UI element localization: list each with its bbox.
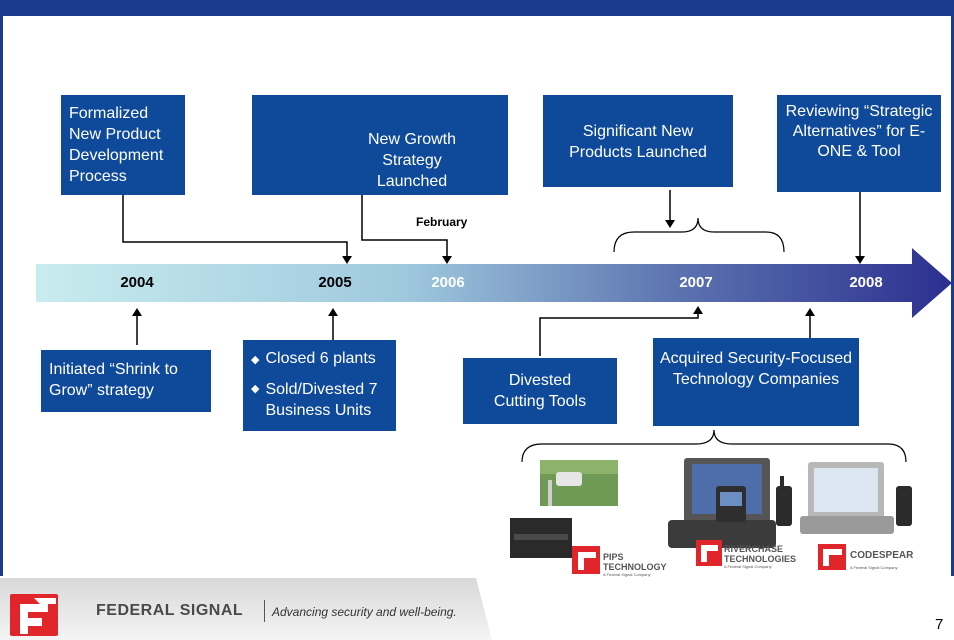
riverchase-logo-text: RIVERCHASE TECHNOLOGIES A Federal Signal… xyxy=(724,544,796,570)
milestone-shrink-box: Initiated “Shrink to Grow” strategy xyxy=(41,350,211,412)
pips-logo-line-2: TECHNOLOGY xyxy=(603,562,667,572)
frame-right-border xyxy=(951,16,954,576)
connector-growth xyxy=(361,195,448,258)
milestone-divested-box: Divested Cutting Tools xyxy=(463,358,617,424)
connector-divested xyxy=(539,312,699,356)
pips-logo-sub: A Federal Signal Company xyxy=(603,572,651,577)
footer-brand: FEDERAL SIGNAL xyxy=(96,602,244,619)
milestone-reviewing-box: Reviewing “Strategic Alternatives” for E… xyxy=(777,95,941,192)
milestone-divested-text: Divested Cutting Tools xyxy=(493,372,587,410)
brace-2007 xyxy=(613,217,785,253)
year-2008: 2008 xyxy=(849,274,883,291)
radio-devices-image xyxy=(776,476,912,526)
federal-signal-logo-icon xyxy=(10,594,58,636)
sold-units-text: Sold/Divested 7 Business Units xyxy=(265,381,378,419)
top-title-bar xyxy=(0,0,954,16)
riverchase-logo-line-2: TECHNOLOGIES xyxy=(724,554,797,564)
connector-formalized xyxy=(122,195,348,258)
year-2004: 2004 xyxy=(120,274,154,291)
codespear-logo-text: CODESPEAR A Federal Signal Company xyxy=(850,550,913,571)
hardware-unit-image xyxy=(510,518,572,558)
riverchase-logo-icon xyxy=(696,540,722,566)
milestone-closed-box: ◆ Closed 6 plants ◆ Sold/Divested 7 Busine… xyxy=(243,340,396,431)
footer-divider xyxy=(264,600,265,622)
milestone-formalized-box: Formalized New Product Development Proce… xyxy=(61,95,185,195)
february-label: February xyxy=(416,215,468,229)
riverchase-logo-line-1: RIVERCHASE xyxy=(724,544,784,554)
codespear-logo-icon xyxy=(818,544,846,570)
pips-logo-line-1: PIPS xyxy=(603,552,624,562)
codespear-logo-line: CODESPEAR xyxy=(850,550,914,561)
codespear-logo-sub: A Federal Signal Company xyxy=(850,565,898,570)
brace-acquisitions xyxy=(521,429,907,463)
page-number: 7 xyxy=(935,616,944,633)
footer-tagline: Advancing security and well-being. xyxy=(272,605,457,619)
pips-logo-text: PIPS TECHNOLOGY A Federal Signal Company xyxy=(603,552,667,578)
pips-logo-icon xyxy=(572,546,600,574)
milestone-shrink-text: Initiated “Shrink to Grow” strategy xyxy=(49,361,178,399)
year-2005: 2005 xyxy=(318,274,352,291)
sold-units-item: ◆ Sold/Divested 7 Business Units xyxy=(251,379,388,421)
milestone-significant-text: Significant New Products Launched xyxy=(569,123,707,161)
milestone-acquired-box: Acquired Security-Focused Technology Com… xyxy=(653,338,859,426)
security-camera-image xyxy=(540,460,618,506)
milestone-reviewing-text: Reviewing “Strategic Alternatives” for E… xyxy=(785,103,933,160)
milestone-significant-box: Significant New Products Launched xyxy=(543,95,733,187)
bullet-diamond-icon: ◆ xyxy=(251,383,260,395)
rugged-laptop-image xyxy=(668,458,776,548)
frame-left-border xyxy=(0,16,3,576)
milestone-formalized-text: Formalized New Product Development Proce… xyxy=(69,105,164,185)
milestone-growth-box: New Growth Strategy Launched xyxy=(252,95,508,195)
timeline-arrow xyxy=(36,248,952,318)
year-2006: 2006 xyxy=(431,274,465,291)
codespear-laptop-image xyxy=(800,462,894,534)
bullet-diamond-icon: ◆ xyxy=(251,354,260,366)
closed-plants-item: ◆ Closed 6 plants xyxy=(251,348,388,371)
year-2007: 2007 xyxy=(679,274,713,291)
closed-plants-text: Closed 6 plants xyxy=(265,350,376,367)
milestone-acquired-text: Acquired Security-Focused Technology Com… xyxy=(659,350,853,388)
footer-band xyxy=(0,578,492,640)
riverchase-logo-sub: A Federal Signal Company xyxy=(724,564,772,569)
milestone-growth-text: New Growth Strategy Launched xyxy=(367,131,457,190)
